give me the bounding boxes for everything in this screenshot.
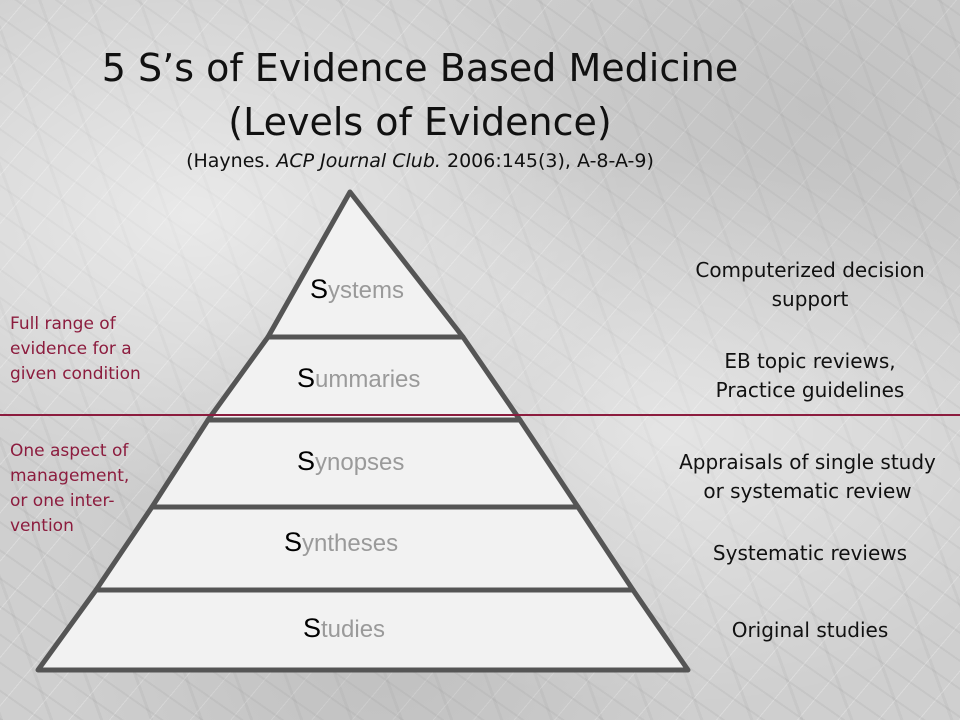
tier-description-summaries: EB topic reviews,Practice guidelines [715, 349, 905, 402]
citation-suffix: 2006:145(3), A-8-A-9) [440, 150, 654, 172]
pyramid-tier-systems [265, 189, 466, 340]
tier-description-syntheses: Systematic reviews [712, 541, 908, 565]
tier-label-syntheses: Syntheses [284, 527, 399, 557]
tier-label-systems: Systems [310, 274, 405, 304]
citation-prefix: (Haynes. [186, 150, 277, 172]
tier-label-summaries: Summaries [297, 363, 421, 393]
page-title: 5 S’s of Evidence Based Medicine [101, 46, 739, 90]
page-subtitle: (Levels of Evidence) [228, 100, 612, 144]
pyramid-tier-studies [35, 587, 691, 673]
citation-journal: ACP Journal Club. [276, 150, 441, 172]
evidence-divider-line [0, 414, 960, 416]
citation: (Haynes. ACP Journal Club. 2006:145(3), … [0, 150, 840, 172]
tier-label-studies: Studies [303, 613, 386, 643]
tier-label-synopses: Synopses [297, 446, 405, 476]
tier-description-studies: Original studies [731, 618, 889, 642]
